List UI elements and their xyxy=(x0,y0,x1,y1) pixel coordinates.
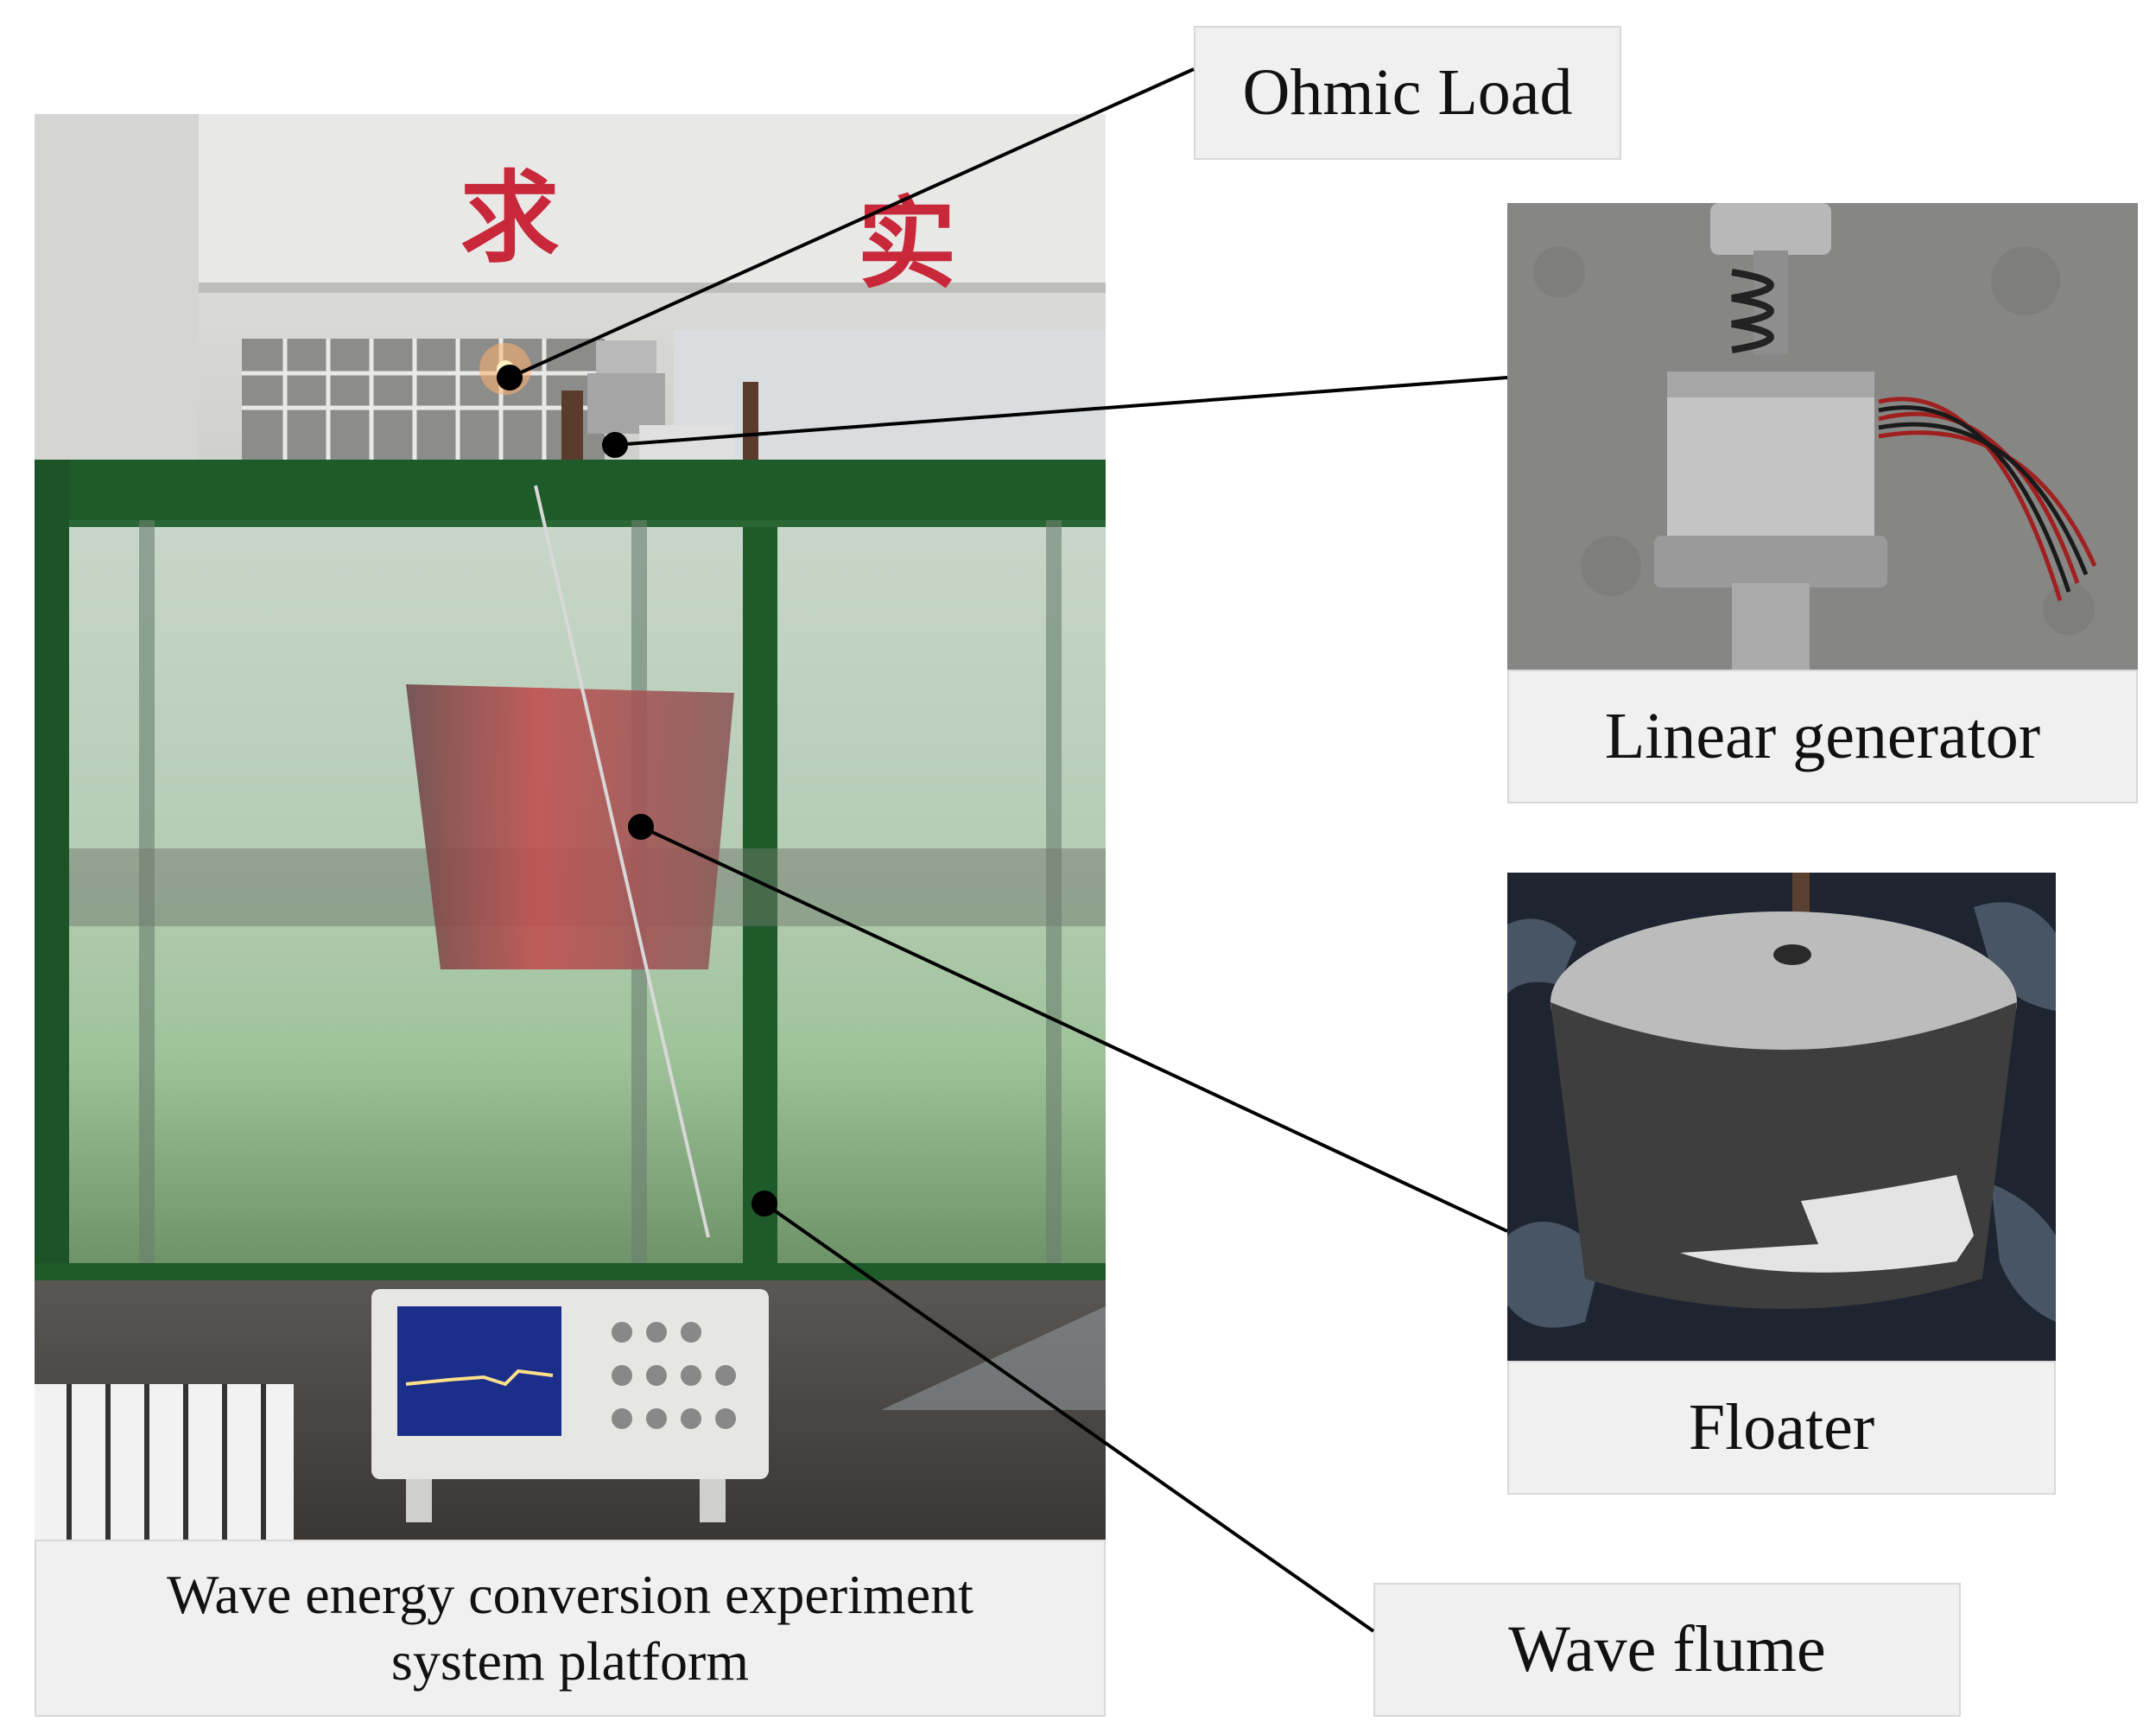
experiment-platform-photo: 求 实 xyxy=(35,114,1106,1540)
ohmic-load-label: Ohmic Load xyxy=(1194,26,1621,160)
wave-flume-label: Wave flume xyxy=(1373,1583,1961,1717)
linear-generator-label: Linear generator xyxy=(1507,670,2138,803)
platform-caption-line-2: system platform xyxy=(390,1629,750,1692)
wave-flume-text: Wave flume xyxy=(1508,1613,1826,1686)
floater-photo xyxy=(1507,873,2056,1361)
platform-caption-line-1: Wave energy conversion experiment xyxy=(167,1563,973,1625)
sign-character-1: 求 xyxy=(460,161,559,276)
linear-generator-text: Linear generator xyxy=(1604,700,2041,772)
floater-label: Floater xyxy=(1507,1361,2056,1495)
sign-character-2: 实 xyxy=(857,187,956,302)
linear-generator-photo xyxy=(1507,203,2138,670)
platform-caption: Wave energy conversion experiment system… xyxy=(35,1540,1106,1717)
ohmic-load-text: Ohmic Load xyxy=(1242,56,1573,129)
floater-text: Floater xyxy=(1688,1391,1875,1464)
